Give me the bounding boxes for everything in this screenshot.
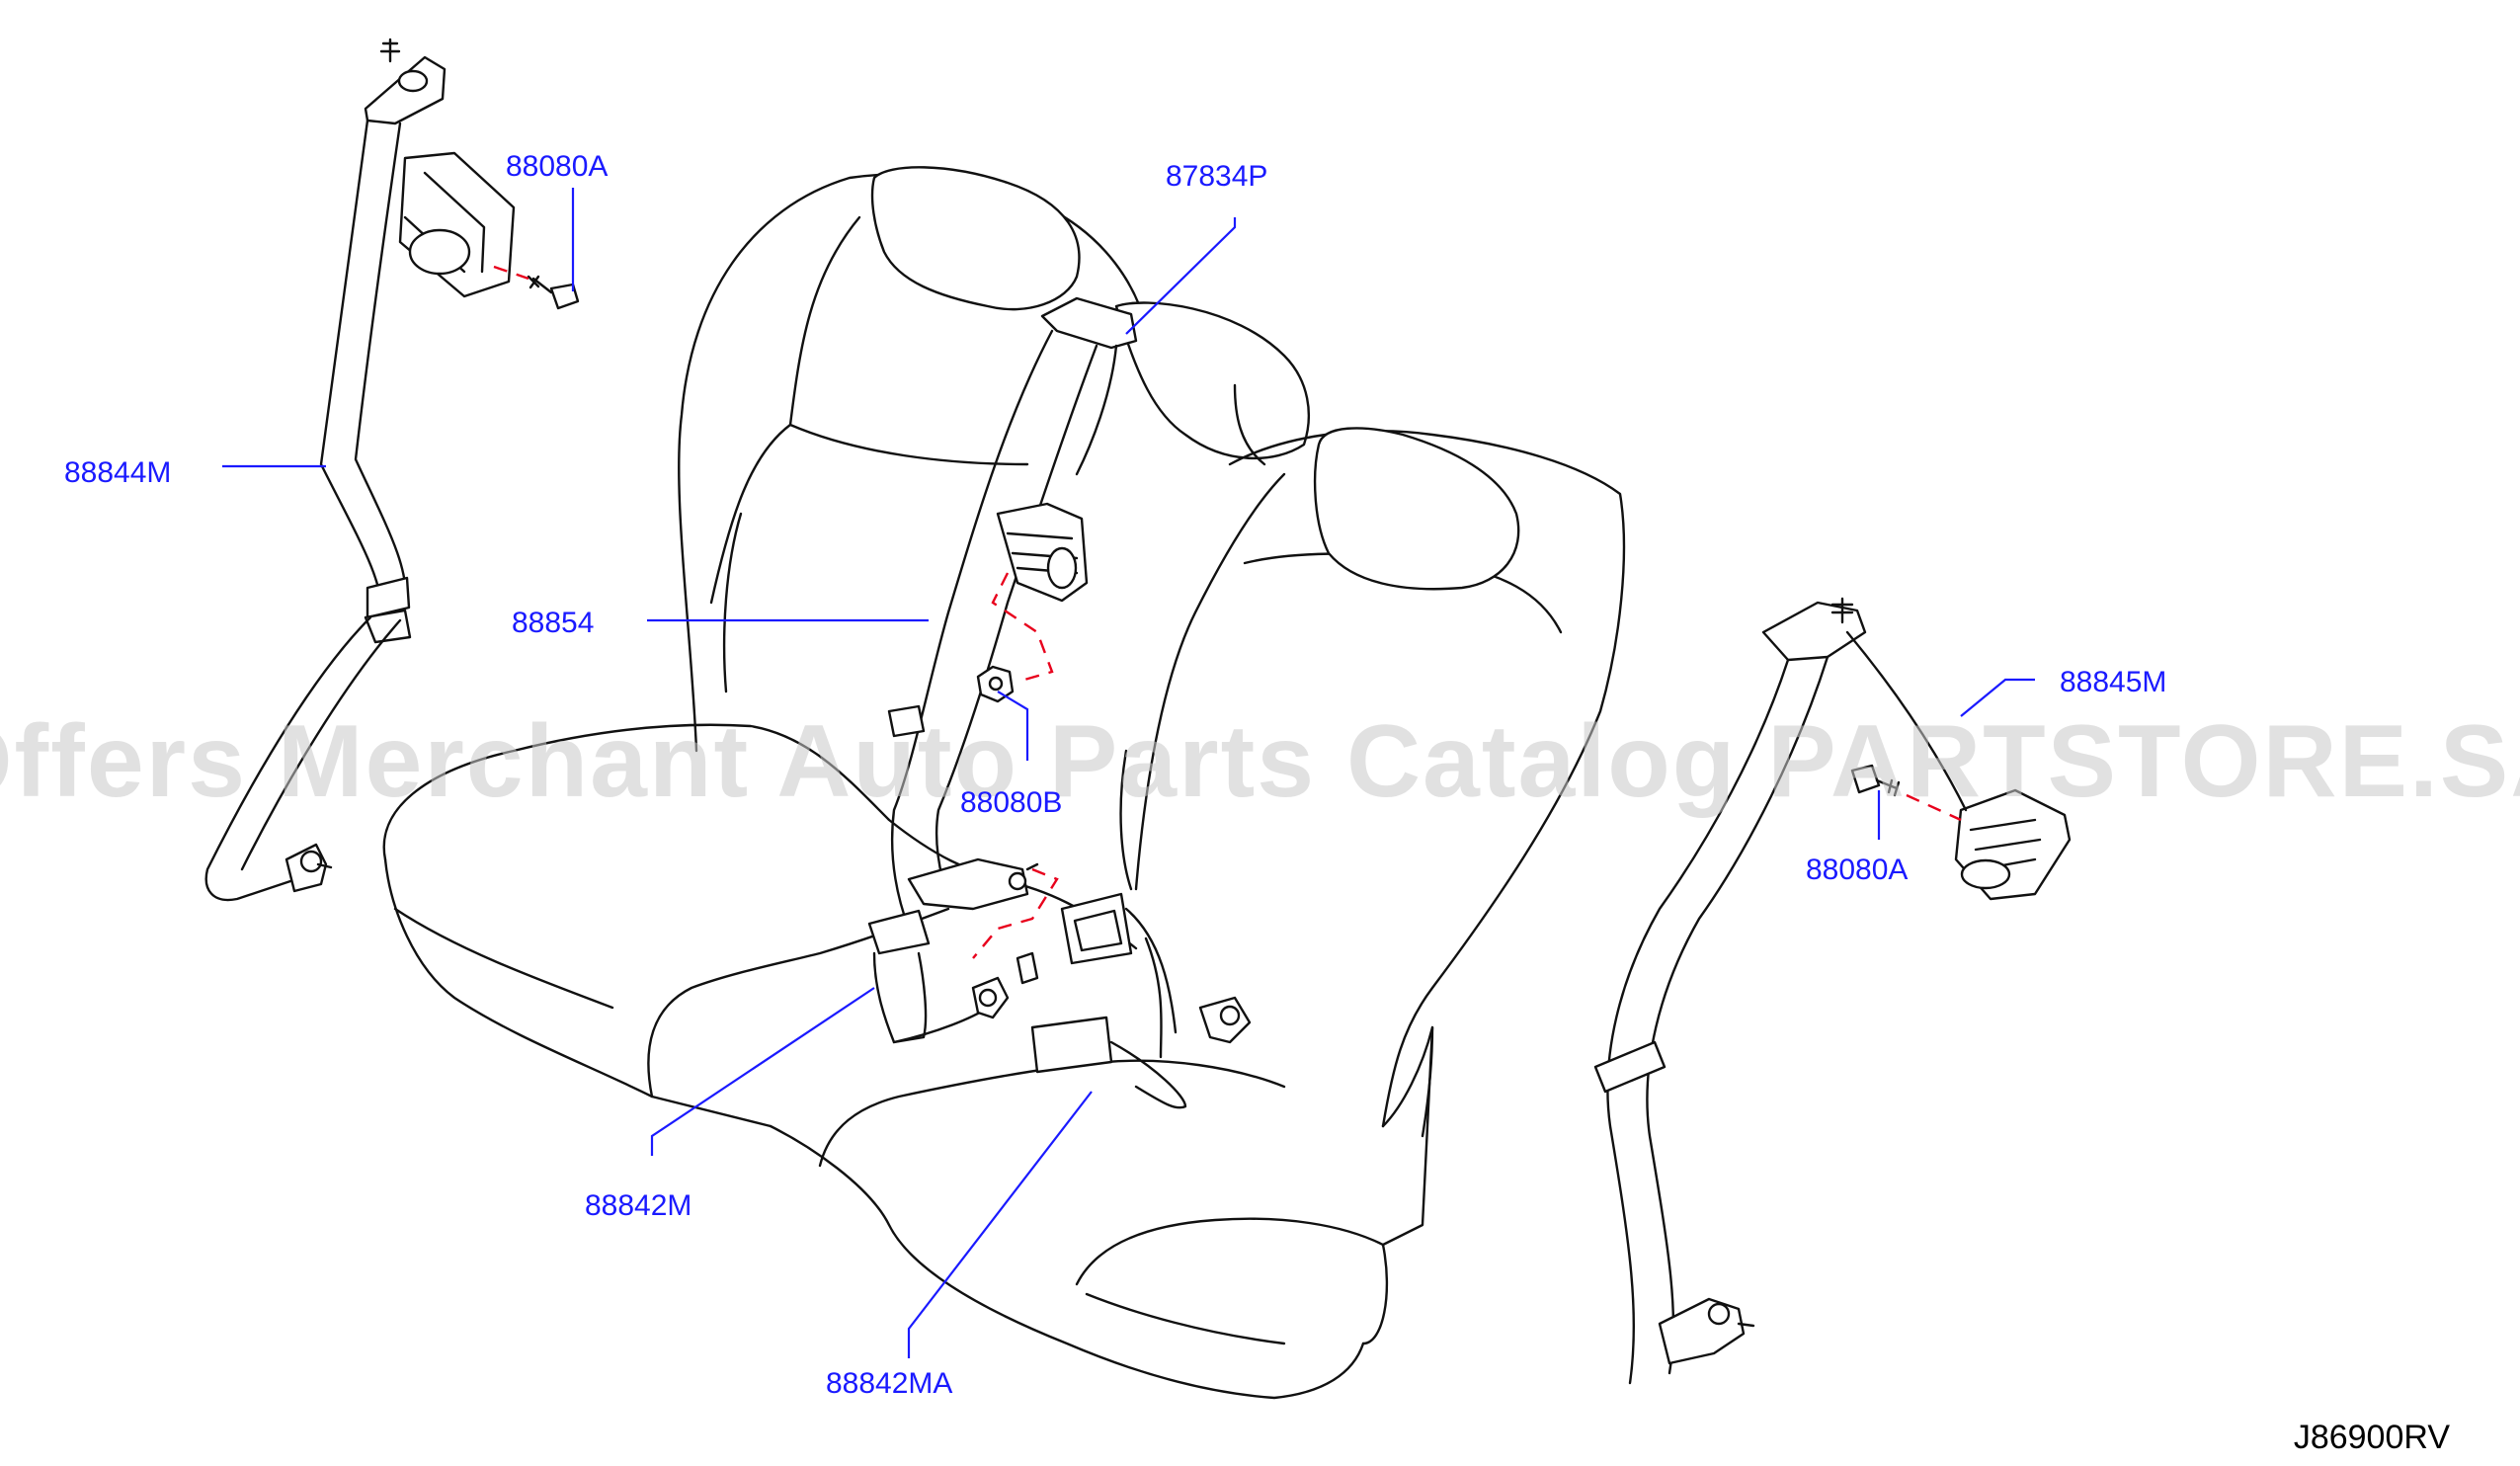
callout-88854: 88854 [512, 607, 594, 639]
callout-88080a-top: 88080A [506, 150, 608, 183]
callout-87834p: 87834P [1166, 160, 1267, 193]
callout-88845m: 88845M [2060, 666, 2166, 698]
callout-88842m: 88842M [585, 1189, 691, 1222]
watermark-text: Offers Merchant Auto Parts Catalog PARTS… [0, 704, 2520, 819]
bolt-88080a-right [1850, 764, 1962, 822]
rear-seat-back [678, 166, 1626, 1138]
left-seat-belt-assembly [204, 38, 516, 902]
buckle-88842ma [1030, 892, 1252, 1109]
callout-88844m: 88844M [64, 456, 171, 489]
diagram-reference-code: J86900RV [2294, 1419, 2450, 1456]
right-seat-belt-assembly [1593, 597, 2072, 1385]
bolt-88080a-top [493, 265, 580, 310]
nut-88080b [976, 572, 1054, 703]
leader-lines [222, 188, 2035, 1358]
rear-seat-cushion [382, 723, 1434, 1400]
callout-88842ma: 88842MA [826, 1367, 952, 1400]
callout-88080a-right: 88080A [1806, 854, 1908, 886]
buckle-88842m [867, 867, 1059, 1044]
center-seat-belt-88854 [887, 296, 1138, 931]
callout-88080b: 88080B [960, 786, 1062, 819]
